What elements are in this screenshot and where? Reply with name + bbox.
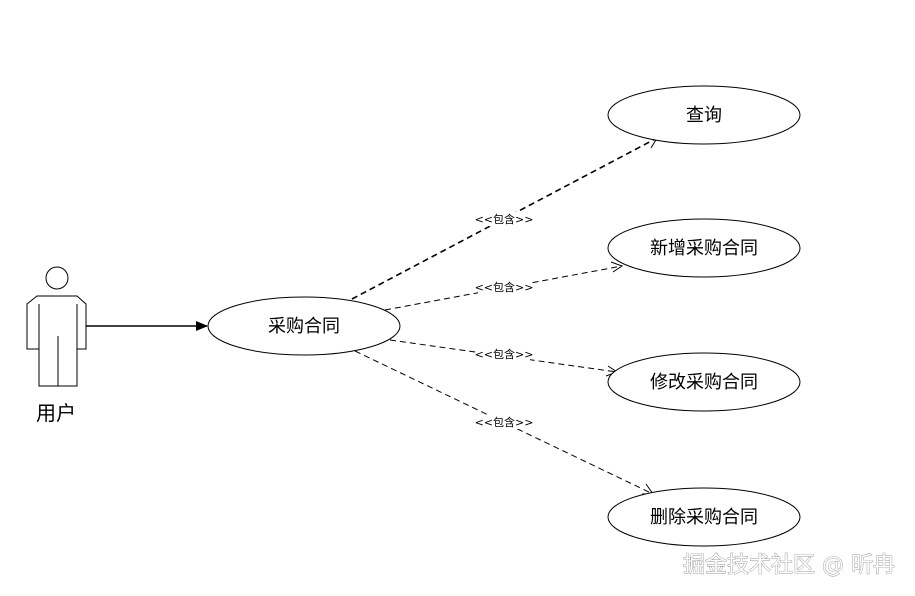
usecase-delete-label: 删除采购合同 bbox=[650, 507, 758, 528]
usecase-add: 新增采购合同 bbox=[607, 218, 801, 278]
svg-text:<<包含>>: <<包含>> bbox=[475, 280, 534, 294]
actor-body bbox=[26, 295, 87, 387]
usecase-main-label: 采购合同 bbox=[268, 316, 340, 337]
actor-head bbox=[45, 266, 69, 290]
svg-text:<<包含>>: <<包含>> bbox=[475, 415, 534, 429]
svg-text:<<包含>>: <<包含>> bbox=[475, 212, 534, 226]
watermark: 掘金技术社区 @ 昕冉 bbox=[683, 553, 895, 578]
usecase-edit-label: 修改采购合同 bbox=[650, 372, 758, 393]
include-label-query: <<包含>> bbox=[475, 212, 534, 226]
actor-user: 用户 bbox=[26, 266, 87, 425]
usecase-delete: 删除采购合同 bbox=[607, 487, 801, 547]
usecase-add-label: 新增采购合同 bbox=[650, 238, 758, 259]
include-arrowhead-add bbox=[610, 261, 624, 273]
usecase-edit: 修改采购合同 bbox=[607, 352, 801, 412]
include-label-delete: <<包含>> bbox=[475, 415, 534, 429]
svg-text:<<包含>>: <<包含>> bbox=[475, 347, 534, 361]
include-label-add: <<包含>> bbox=[475, 280, 534, 294]
usecase-query-label: 查询 bbox=[686, 105, 722, 126]
include-label-edit: <<包含>> bbox=[475, 347, 534, 361]
usecase-main: 采购合同 bbox=[207, 296, 401, 356]
usecase-query: 查询 bbox=[607, 85, 801, 145]
actor-label: 用户 bbox=[36, 401, 76, 425]
